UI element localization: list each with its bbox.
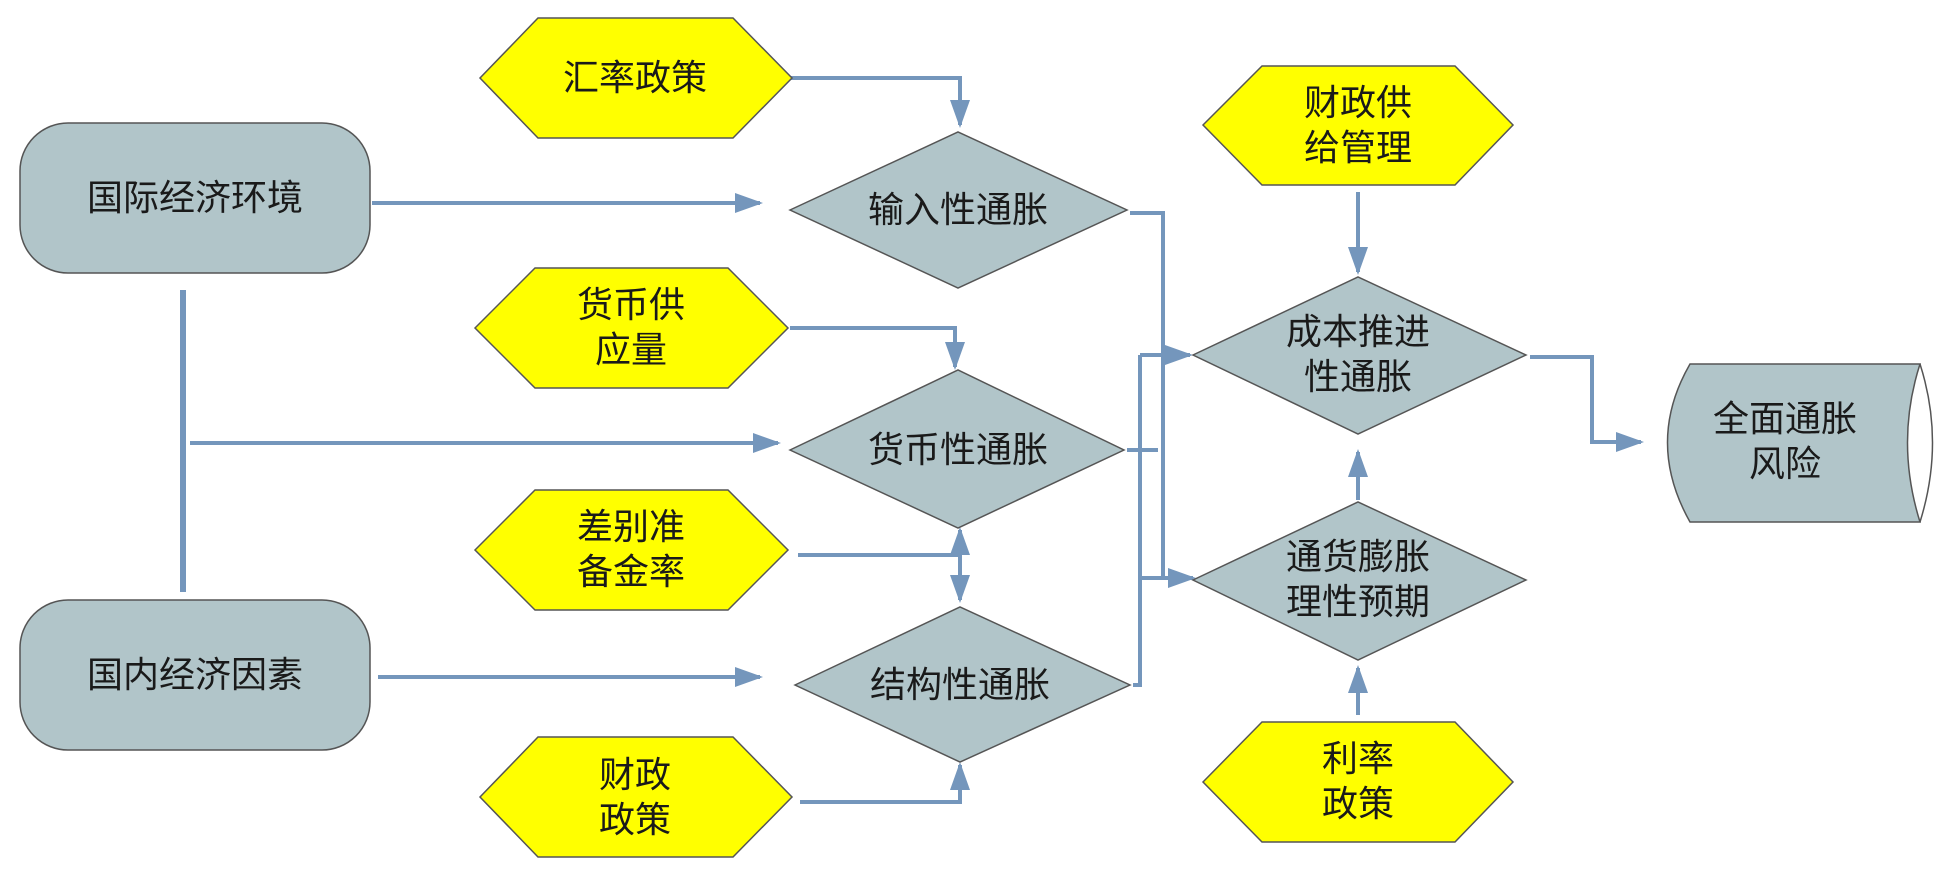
diamond-imported-inflation bbox=[788, 131, 1129, 289]
arrow-money-supply-to-monetary bbox=[790, 326, 965, 370]
hexagon-fiscal-policy bbox=[478, 736, 794, 858]
diamond-structural-inflation bbox=[793, 606, 1132, 763]
link-imported-out bbox=[1130, 211, 1165, 578]
connectors bbox=[180, 76, 1644, 804]
arrow-reserve-to-monetary bbox=[798, 527, 970, 557]
diamond-inflation-expectation bbox=[1191, 501, 1528, 661]
hexagon-fiscal-supply bbox=[1201, 65, 1515, 186]
hexagon-interest-policy bbox=[1201, 721, 1515, 843]
arrow-exchange-to-imported bbox=[790, 76, 970, 128]
diamond-monetary-inflation bbox=[788, 369, 1126, 529]
box-domestic-economy bbox=[19, 599, 371, 751]
arrow-fiscal-to-structural bbox=[800, 762, 970, 804]
cylinder-overall-risk bbox=[1666, 363, 1922, 523]
hexagon-reserve-ratio bbox=[473, 489, 790, 611]
hexagon-exchange-policy bbox=[478, 17, 794, 139]
cylinder-overall-risk-end bbox=[1919, 363, 1934, 523]
diamond-cost-push-inflation bbox=[1191, 276, 1528, 435]
box-intl-economy bbox=[19, 122, 371, 274]
link-structural-out bbox=[1133, 355, 1142, 687]
hexagon-money-supply bbox=[473, 267, 790, 389]
arrow-cost-to-risk bbox=[1530, 355, 1644, 452]
